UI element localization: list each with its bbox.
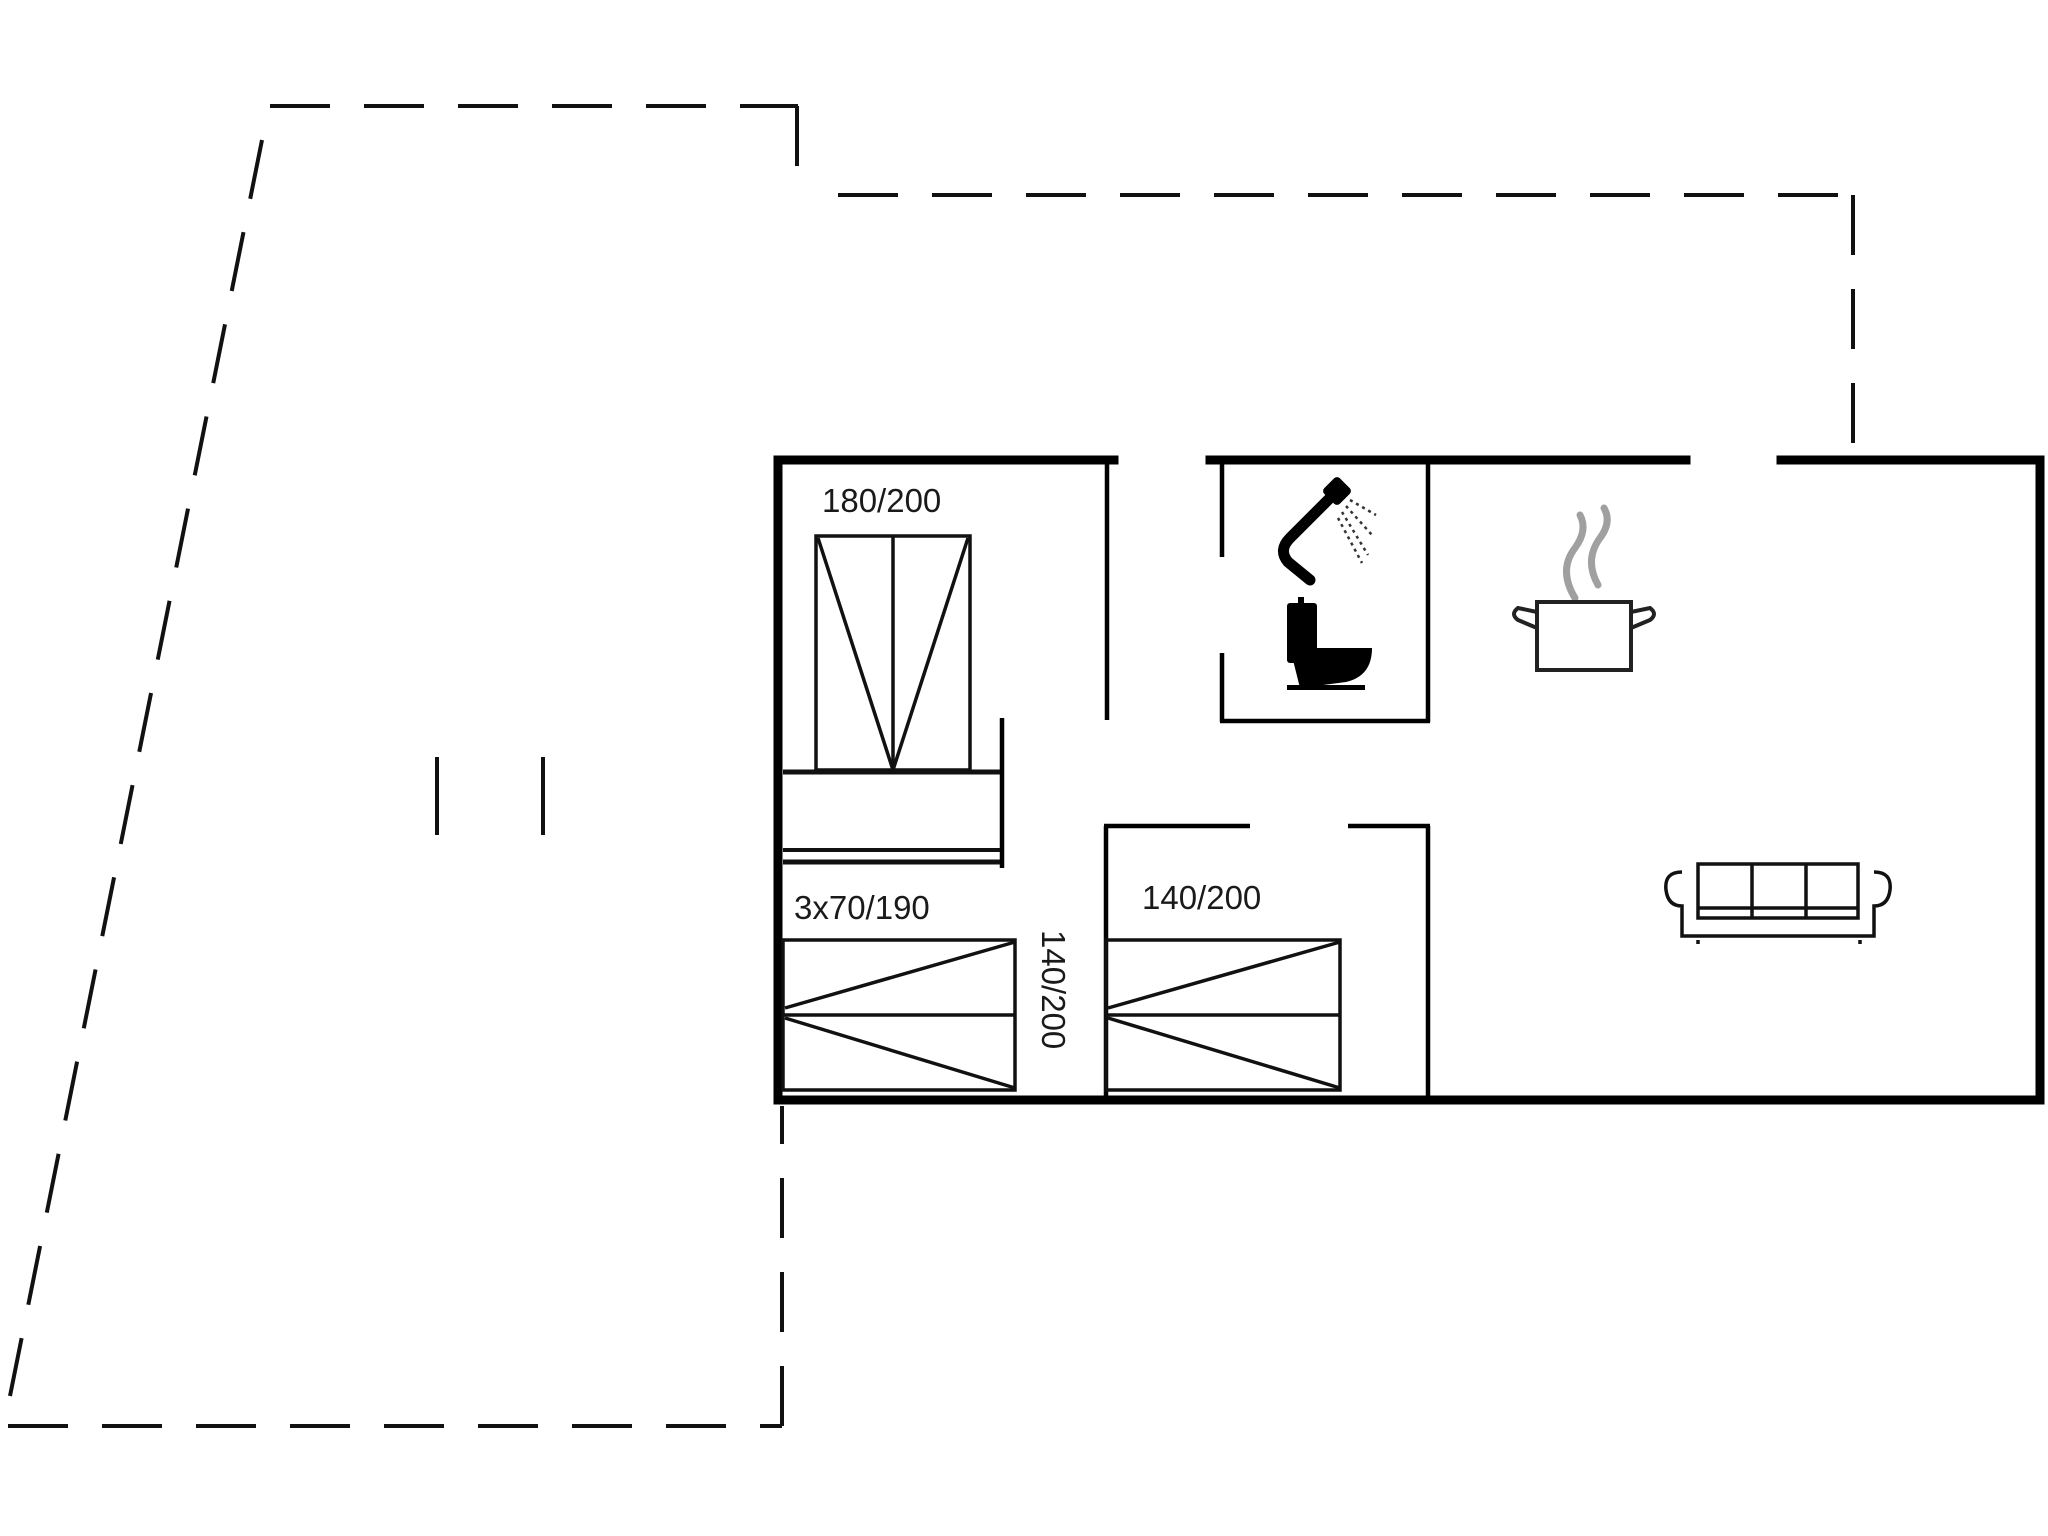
terrace-markers <box>435 757 545 835</box>
bed-label-master: 180/200 <box>822 482 942 519</box>
exterior-walls <box>773 455 2045 1105</box>
terrace-dashed-outline <box>8 104 1855 1428</box>
bed-label-bunk: 3x70/190 <box>794 889 930 926</box>
cooking-pot-icon <box>1512 504 1656 672</box>
sofa-icon <box>1664 862 1892 944</box>
bunk-bed-3x70-190 <box>781 938 1017 1092</box>
interior-walls <box>999 460 1431 1100</box>
double-bed-180-200 <box>814 534 972 772</box>
bed-label-bunk-extra: 140/200 <box>1035 930 1072 1050</box>
wardrobe <box>783 769 1000 865</box>
toilet-icon <box>1287 597 1372 690</box>
double-bed-140-200 <box>1104 938 1342 1092</box>
shower-icon <box>1278 477 1377 586</box>
bed-label-second: 140/200 <box>1142 879 1262 916</box>
